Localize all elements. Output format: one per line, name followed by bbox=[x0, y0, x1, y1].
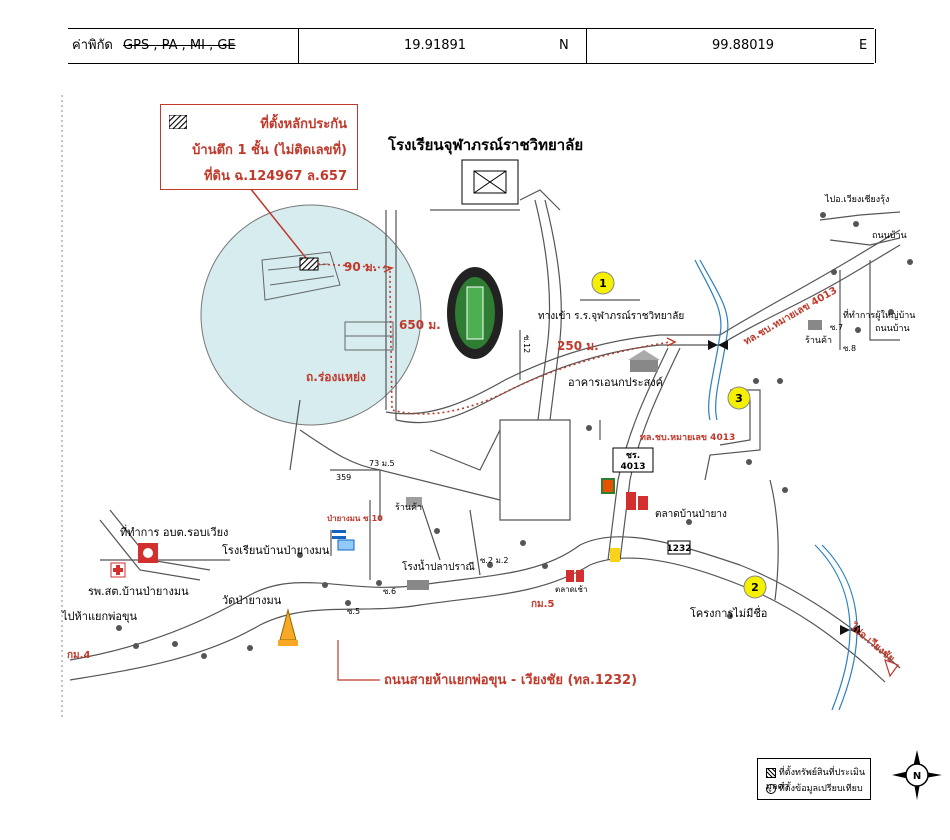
village-road-2-label: ถนนบ้าน bbox=[875, 323, 910, 334]
n359-label: 359 bbox=[336, 473, 351, 482]
marker-2-label: 2 bbox=[751, 581, 759, 594]
project-no-name-label: โครงการไม่มีชื่อ bbox=[690, 605, 767, 620]
km5-label: กม.5 bbox=[531, 599, 554, 610]
compass-label: N bbox=[913, 771, 921, 782]
latitude-value: 19.91891 bbox=[404, 38, 467, 53]
soi2-moo2-label: ซ.2 ม.2 bbox=[480, 556, 509, 565]
km4-label: กม.4 bbox=[67, 650, 90, 661]
distance-650m-label: 650 ม. bbox=[399, 318, 441, 332]
house-markers bbox=[116, 212, 913, 659]
legend-item-subject: ที่ตั้งทรัพย์สินที่ประเมินมูลค่า bbox=[766, 768, 866, 792]
sao-office-icon bbox=[138, 543, 158, 563]
pointer-line bbox=[249, 187, 307, 259]
legend-circle-icon bbox=[766, 783, 776, 794]
to-phokhun-label: ไปห้าแยกพ่อขุน bbox=[61, 610, 138, 623]
marker-1 bbox=[591, 271, 615, 295]
stadium-icon bbox=[447, 267, 503, 359]
moo5-label: 73 ม.5 bbox=[369, 459, 395, 468]
route-to-school bbox=[317, 263, 671, 415]
shop-ne-label: ร้านค้า bbox=[805, 335, 832, 346]
marker-3 bbox=[727, 386, 751, 410]
school-flag-icon bbox=[330, 530, 355, 556]
multipurpose-building-label: อาคารเอนกประสงค์ bbox=[568, 376, 663, 389]
soi8-label: ซ.8 bbox=[843, 344, 856, 353]
cr-4013-label-top: ชร. bbox=[626, 451, 640, 461]
coordinate-bar: ค่าพิกัด GPS , PA , MI , GE 19.91891 N 9… bbox=[68, 28, 876, 64]
collateral-title: ที่ตั้งหลักประกัน bbox=[260, 117, 347, 132]
collateral-house: บ้านตึก 1 ชั้น (ไม่ติดเลขที่) bbox=[192, 143, 347, 158]
soi12-label: ซ.12 bbox=[522, 335, 531, 353]
coord-source: GPS , PA , MI , GE bbox=[123, 38, 236, 53]
soi6-label: ซ.6 bbox=[383, 587, 396, 596]
hospital-icon bbox=[110, 562, 126, 578]
distance-250m-label: 250 ม. bbox=[557, 339, 599, 353]
shop-icons bbox=[406, 320, 822, 590]
legend-hatch-icon bbox=[766, 767, 776, 778]
marker-1-label: 1 bbox=[599, 277, 607, 290]
market-pa-yang-label: ตลาดบ้านป่ายาง bbox=[655, 508, 727, 520]
latitude-dir: N bbox=[559, 38, 569, 53]
longitude-dir: E bbox=[859, 38, 868, 53]
legend-item-comparable: ที่ตั้งข้อมูลเปรียบเทียบ bbox=[778, 784, 863, 794]
school-icon bbox=[461, 159, 519, 205]
collateral-marker bbox=[299, 257, 319, 271]
zoom-circle bbox=[200, 204, 422, 426]
main-road-label: ถนนสายห้าแยกพ่อขุน - เวียงชัย (ทล.1232) bbox=[384, 672, 637, 688]
hospital-label: รพ.สต.บ้านป่ายางมน bbox=[88, 585, 189, 598]
roads bbox=[69, 189, 901, 683]
legend-row-comparable: ที่ตั้งข้อมูลเปรียบเทียบ bbox=[766, 781, 863, 795]
latitude-cell: 19.91891 N bbox=[298, 29, 587, 63]
fish-farm-label: โรงน้ำปลาปราณี bbox=[402, 559, 475, 573]
school-entrance-label: ทางเข้า ร.ร.จุฬาภรณ์ราชวิทยาลัย bbox=[538, 310, 684, 322]
wat-label: วัดป่ายางมน bbox=[222, 594, 282, 607]
pa-yang-mon-soi10-label: ป่ายางมน ซ.10 bbox=[327, 514, 383, 523]
longitude-cell: 99.88019 E bbox=[586, 29, 876, 63]
road-1232-label: 1232 bbox=[666, 544, 691, 554]
cr-4013-box bbox=[612, 447, 654, 473]
arrow-icon bbox=[884, 658, 899, 678]
sao-office-label: ที่ทำการ อบต.รอบเวียง bbox=[120, 524, 228, 539]
school-main-label: โรงเรียนจุฬาภรณ์ราชวิทยาลัย bbox=[387, 135, 583, 155]
market-icons bbox=[566, 478, 648, 582]
coord-label: ค่าพิกัด bbox=[72, 38, 113, 53]
shop-center-label: ร้านค้า bbox=[395, 502, 422, 513]
soi7-label: ซ.7 bbox=[830, 323, 843, 332]
distance-90m-label: 90 ม. bbox=[344, 260, 377, 274]
road-1232-box bbox=[667, 540, 691, 555]
north-compass-icon bbox=[892, 750, 942, 800]
headman-office-label: ที่ทำการผู้ใหญ่บ้าน bbox=[843, 308, 915, 321]
temple-icon bbox=[278, 608, 298, 646]
coord-label-cell: ค่าพิกัด GPS , PA , MI , GE bbox=[68, 29, 298, 63]
village-road-label: ถนนบ้าน bbox=[872, 230, 907, 241]
morning-market-label: ตลาดเช้า bbox=[555, 585, 587, 594]
longitude-value: 99.88019 bbox=[712, 38, 775, 53]
collateral-hatch-icon bbox=[169, 115, 187, 129]
rong-haeng-road-label: ถ.ร่องแหย่ง bbox=[306, 370, 366, 384]
route-4013-label-b: ทล.ชบ.หมายเลข 4013 bbox=[640, 433, 735, 443]
marker-2 bbox=[743, 575, 767, 599]
marker-3-label: 3 bbox=[735, 392, 743, 405]
soi5-label: ซ.5 bbox=[347, 607, 360, 616]
main-road-pointer bbox=[337, 640, 380, 681]
legend-row-subject: ที่ตั้งทรัพย์สินที่ประเมินมูลค่า bbox=[766, 765, 870, 793]
map-legend: ที่ตั้งทรัพย์สินที่ประเมินมูลค่า ที่ตั้ง… bbox=[757, 758, 871, 800]
collateral-info-box: ที่ตั้งหลักประกัน บ้านตึก 1 ชั้น (ไม่ติด… bbox=[160, 104, 358, 190]
to-wiang-chiang-rung-label: ไปอ.เวียงเชียงรุ้ง bbox=[824, 194, 889, 205]
cr-4013-label-bottom: 4013 bbox=[620, 462, 645, 472]
collateral-land: ที่ดิน ฉ.124967 ล.657 bbox=[203, 169, 347, 184]
pa-yang-mon-school-label: โรงเรียนบ้านป่ายางมน bbox=[222, 543, 330, 557]
junction-icons bbox=[708, 340, 860, 635]
